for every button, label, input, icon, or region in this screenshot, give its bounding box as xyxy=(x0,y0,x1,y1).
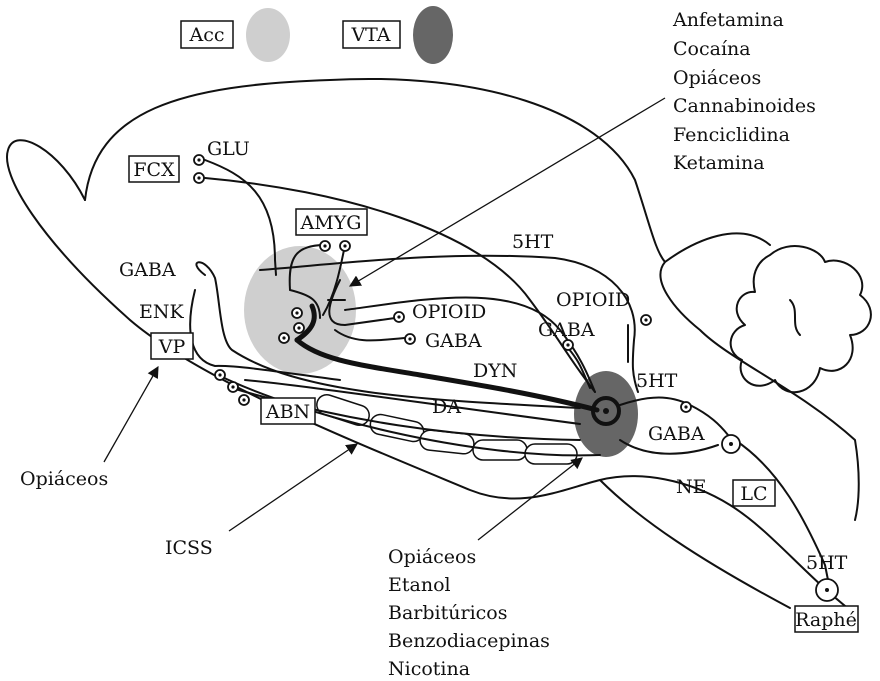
drug-vta-item: Benzodiacepinas xyxy=(388,630,550,652)
glu-label: GLU xyxy=(207,138,250,160)
lc-label: LC xyxy=(740,483,767,505)
opioid-right-label: OPIOID xyxy=(556,289,630,311)
drugs-acc-list: Anfetamina Cocaína Opiáceos Cannabinoide… xyxy=(672,9,816,174)
region-labels: FCX AMYG VP ABN LC Raphé xyxy=(129,156,858,632)
gaba-left-label: GABA xyxy=(119,259,176,281)
ne-label: NE xyxy=(676,476,707,498)
drug-vta-item: Opiáceos xyxy=(388,546,476,568)
legend-acc-label: Acc xyxy=(188,24,224,46)
drug-acc-item: Cocaína xyxy=(673,38,751,60)
legend: Acc VTA xyxy=(181,6,453,64)
drug-acc-item: Opiáceos xyxy=(673,67,761,89)
arrow-acc xyxy=(350,98,665,286)
drug-acc-item: Anfetamina xyxy=(672,9,784,31)
gaba-right-label: GABA xyxy=(538,319,595,341)
dyn-label: DYN xyxy=(473,360,517,382)
raphe-label: Raphé xyxy=(795,609,857,631)
legend-vta-label: VTA xyxy=(350,24,390,46)
icss-label: ICSS xyxy=(165,537,213,559)
vp-label: VP xyxy=(158,336,186,358)
5ht-vta-label: 5HT xyxy=(636,370,678,392)
arrow-vp xyxy=(104,367,158,462)
drug-acc-item: Fenciclidina xyxy=(673,124,790,146)
enk-label: ENK xyxy=(139,301,184,323)
drug-vp-label: Opiáceos xyxy=(20,468,108,490)
abn-label: ABN xyxy=(265,401,310,423)
5ht-raphe-label: 5HT xyxy=(806,552,848,574)
arrow-icss xyxy=(229,444,357,531)
legend-vta-swatch xyxy=(413,6,453,64)
fcx-label: FCX xyxy=(133,159,175,181)
drug-vta-item: Nicotina xyxy=(388,658,470,680)
transmitter-labels: GLU GABA ENK 5HT OPIOID GABA OPIOID GABA… xyxy=(119,138,848,574)
5ht-top-label: 5HT xyxy=(512,231,554,253)
drug-vta-item: Barbitúricos xyxy=(388,602,507,624)
amyg-label: AMYG xyxy=(300,212,362,234)
da-label: DA xyxy=(432,396,461,418)
drug-acc-item: Ketamina xyxy=(673,152,765,174)
gaba-acc-label: GABA xyxy=(425,330,482,352)
drug-vta-item: Etanol xyxy=(388,574,451,596)
legend-acc-swatch xyxy=(246,8,290,62)
gaba-lc-label: GABA xyxy=(648,423,705,445)
drugs-vta-list: Opiáceos Etanol Barbitúricos Benzodiacep… xyxy=(388,546,550,680)
opioid-acc-label: OPIOID xyxy=(412,301,486,323)
drug-acc-item: Cannabinoides xyxy=(673,95,816,117)
arrow-vta xyxy=(478,458,582,540)
